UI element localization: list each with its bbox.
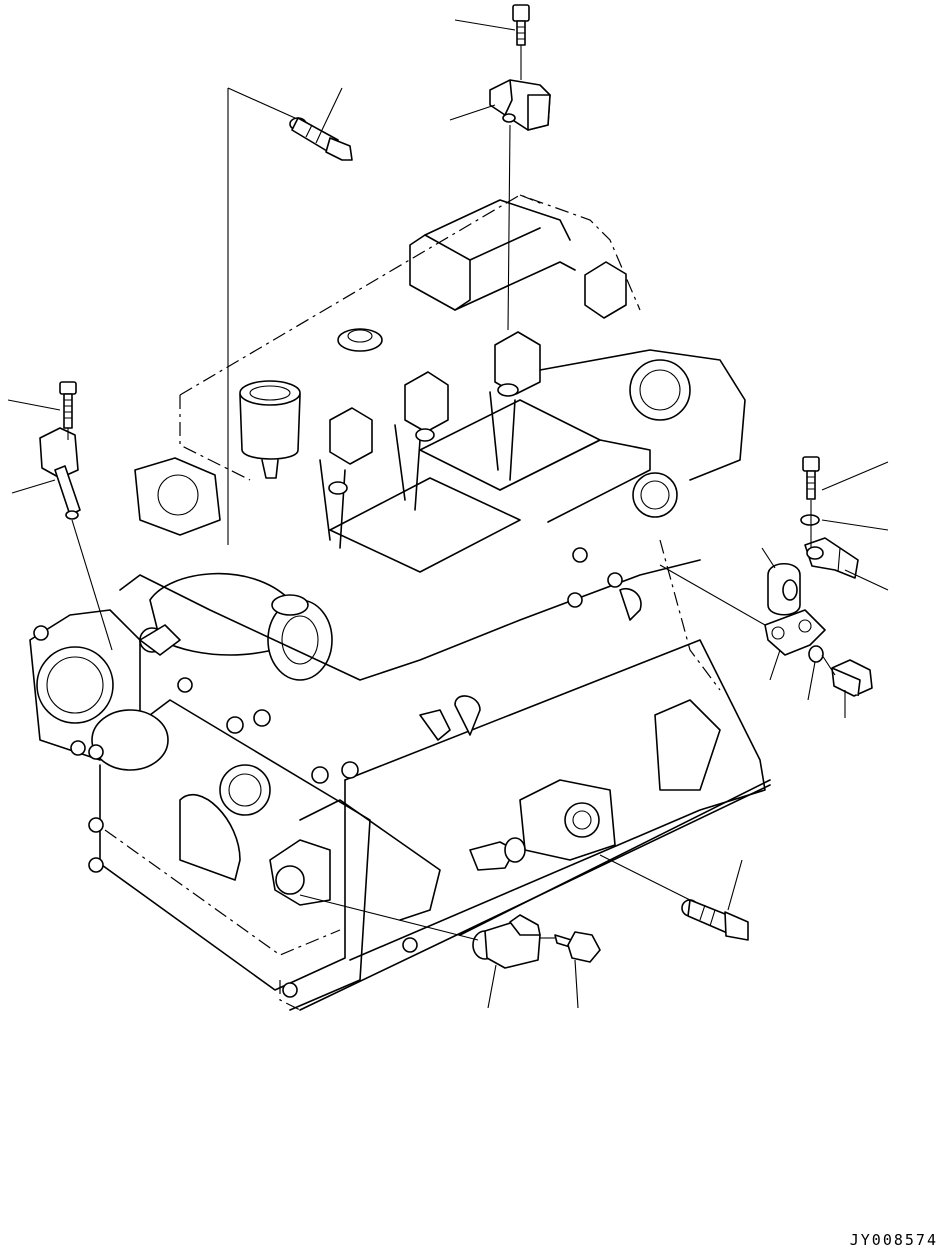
bolt-left — [60, 382, 76, 428]
pressure-sensor-right — [805, 538, 858, 578]
flange-bolt-bottom — [555, 932, 600, 962]
flange-bolt-right — [832, 660, 872, 696]
water-temperature-sensor-top — [290, 118, 352, 160]
cam-position-sensor-top — [490, 80, 550, 130]
speed-sensor-left — [40, 428, 80, 519]
oil-pressure-sensor-lower-right — [682, 900, 748, 940]
crank-position-sensor-bottom — [473, 915, 540, 968]
injector-row — [320, 262, 626, 548]
spacer-right — [768, 564, 800, 615]
bolt-right — [803, 457, 819, 499]
drawing-reference-code: JY008574 — [849, 1231, 938, 1249]
front-pump — [30, 610, 180, 872]
washer-right-lower — [809, 646, 823, 662]
washer-right — [801, 515, 819, 525]
bracket-right — [765, 610, 825, 655]
hex-socket-bolt-top — [513, 5, 529, 45]
engine-block — [30, 195, 770, 1010]
leader-lines — [8, 20, 888, 1008]
